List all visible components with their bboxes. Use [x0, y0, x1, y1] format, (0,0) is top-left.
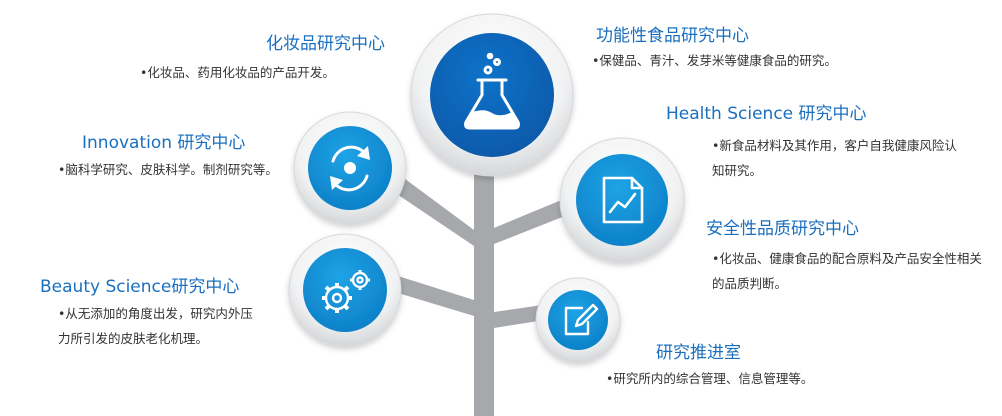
title-beauty-science: Beauty Science研究中心: [40, 277, 240, 297]
desc-beauty-science: •从无添加的角度出发，研究内外压力所引发的皮肤老化机理。: [58, 306, 253, 346]
desc-innovation: •脑科学研究、皮肤科学。制剂研究等。: [58, 162, 278, 177]
branch-to-promotion: [494, 305, 545, 328]
tree-trunk: [375, 150, 575, 416]
node-health-science: [559, 137, 685, 263]
desc-promotion-office: •研究所内的综合管理、信息管理等。: [606, 371, 814, 386]
node-cosmetics: [410, 13, 574, 177]
node-disc: [576, 154, 668, 246]
title-innovation: Innovation 研究中心: [82, 133, 246, 153]
branch-to-health: [494, 196, 575, 244]
desc-safety-quality: •化妆品、健康食品的配合原料及产品安全性相关的品质判断。: [712, 251, 982, 291]
desc-functional-food: •保健品、青汁、发芽米等健康食品的研究。: [592, 53, 837, 68]
refresh-icon: [330, 145, 370, 192]
edit-document-icon: [564, 303, 599, 336]
title-health-science: Health Science 研究中心: [666, 104, 867, 124]
desc-health-science: •新食品材料及其作用，客户自我健康风险认知研究。: [712, 138, 957, 178]
desc-cosmetics: •化妆品、药用化妆品的产品开发。: [140, 65, 335, 80]
title-safety-quality: 安全性品质研究中心: [706, 219, 859, 239]
title-promotion-office: 研究推进室: [656, 343, 741, 363]
title-functional-food: 功能性食品研究中心: [596, 26, 749, 46]
branch-to-innovation: [385, 170, 474, 246]
trunk: [474, 150, 494, 416]
node-disc: [430, 33, 554, 157]
title-cosmetics: 化妆品研究中心: [266, 34, 385, 54]
report-chart-icon: [602, 176, 644, 224]
gears-icon: [322, 270, 370, 313]
flask-icon: [464, 52, 520, 130]
